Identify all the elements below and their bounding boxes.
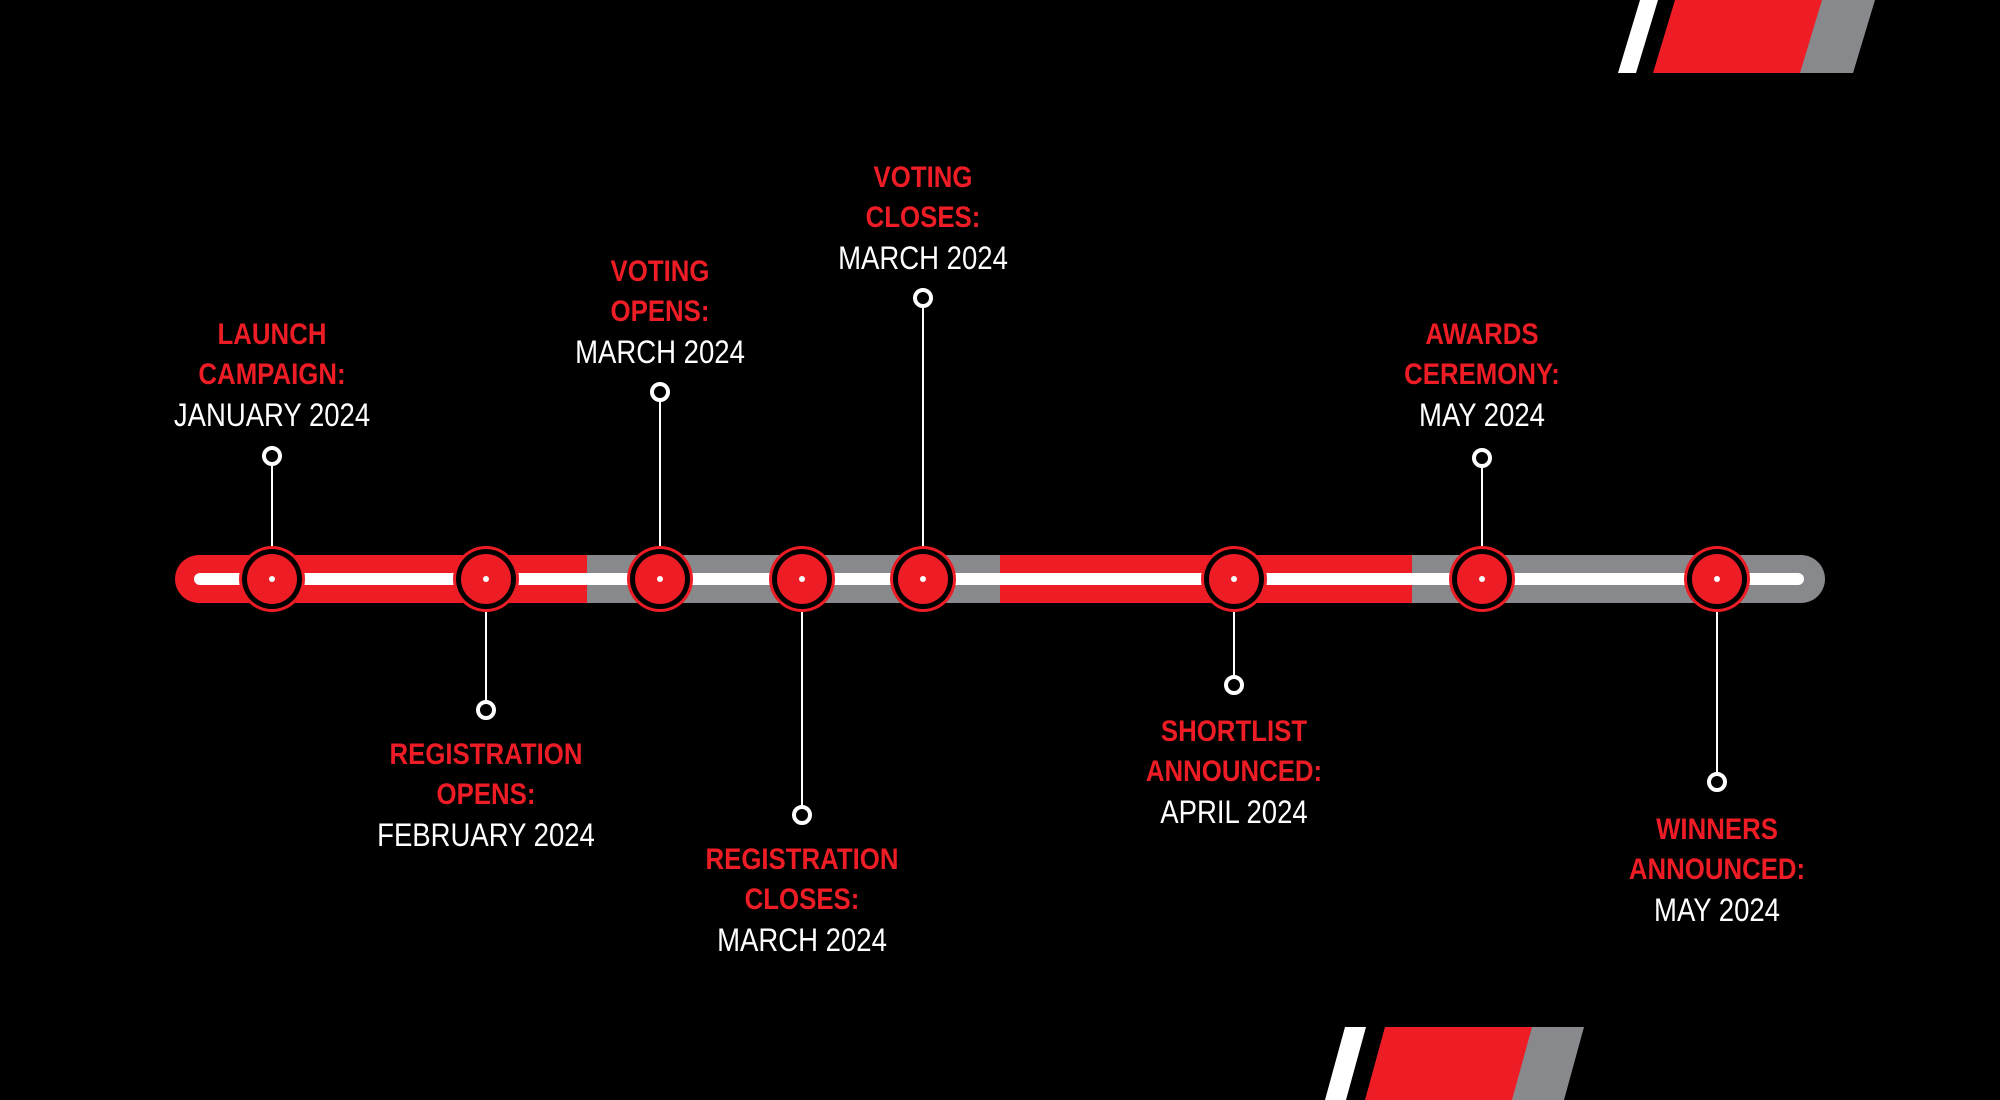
pin-ring [476, 700, 496, 720]
event-title-line: ANNOUNCED: [1628, 853, 1806, 886]
event-title-line: AWARDS [1425, 318, 1539, 351]
pin-ring [913, 288, 933, 308]
event-title: LAUNCH CAMPAIGN: [143, 315, 401, 395]
timeline-event-marker [1201, 546, 1267, 695]
milestone-center-dot [1714, 576, 1720, 582]
pin-ring [1472, 448, 1492, 468]
event-title-line: CLOSES: [744, 883, 860, 916]
timeline-event-label: REGISTRATION OPENS: FEBRUARY 2024 [336, 735, 636, 855]
milestone-center-dot [269, 576, 275, 582]
milestone-center-dot [1231, 576, 1237, 582]
event-title-line: SHORTLIST [1160, 715, 1308, 748]
event-title-line: VOTING [610, 255, 710, 288]
milestone-center-dot [657, 576, 663, 582]
timeline-event-label: VOTING CLOSES: MARCH 2024 [773, 158, 1073, 278]
pin-ring [792, 805, 812, 825]
timeline-event-label: REGISTRATION CLOSES: MARCH 2024 [652, 840, 952, 960]
event-title: VOTING OPENS: [531, 252, 789, 332]
timeline-event-marker [453, 546, 519, 720]
timeline-event-marker [769, 546, 835, 825]
event-title-line: CEREMONY: [1404, 358, 1560, 391]
event-title-line: OPENS: [610, 295, 710, 328]
event-title: REGISTRATION CLOSES: [673, 840, 931, 920]
pin-ring [262, 446, 282, 466]
timeline-event-label: WINNERS ANNOUNCED: MAY 2024 [1567, 810, 1867, 930]
stripe-red [1365, 1027, 1532, 1100]
event-date: JANUARY 2024 [173, 397, 371, 433]
bottom-right-stripes-decoration [1325, 1027, 1584, 1100]
timeline-event-marker [1449, 448, 1515, 612]
milestone-center-dot [799, 576, 805, 582]
event-title-line: REGISTRATION [389, 738, 583, 771]
event-title-line: REGISTRATION [705, 843, 899, 876]
stripe-white [1325, 1027, 1366, 1100]
event-title: SHORTLIST ANNOUNCED: [1105, 712, 1363, 792]
timeline-event-label: SHORTLIST ANNOUNCED: APRIL 2024 [1084, 712, 1384, 832]
pin-ring [1707, 772, 1727, 792]
event-title-line: WINNERS [1656, 813, 1778, 846]
timeline-event-label: LAUNCH CAMPAIGN: JANUARY 2024 [122, 315, 422, 435]
event-date: MARCH 2024 [717, 922, 887, 958]
pin-ring [650, 382, 670, 402]
pin-ring [1224, 675, 1244, 695]
timeline-event-marker [627, 382, 693, 612]
event-title: VOTING CLOSES: [794, 158, 1052, 238]
event-title: REGISTRATION OPENS: [357, 735, 615, 815]
event-title-line: LAUNCH [217, 318, 327, 351]
event-title-line: ANNOUNCED: [1145, 755, 1323, 788]
stripe-red [1653, 0, 1822, 73]
event-date: MAY 2024 [1419, 397, 1545, 433]
timeline-event-marker [1684, 546, 1750, 792]
timeline-event-label: VOTING OPENS: MARCH 2024 [510, 252, 810, 372]
event-date: MARCH 2024 [838, 240, 1008, 276]
timeline-track [175, 555, 1825, 603]
event-date: APRIL 2024 [1160, 794, 1308, 830]
milestone-center-dot [483, 576, 489, 582]
event-title-line: OPENS: [436, 778, 536, 811]
event-title: WINNERS ANNOUNCED: [1588, 810, 1846, 890]
event-title-line: CAMPAIGN: [198, 358, 346, 391]
event-date: MAY 2024 [1654, 892, 1780, 928]
timeline-event-marker [890, 288, 956, 612]
event-title-line: CLOSES: [865, 201, 981, 234]
event-date: MARCH 2024 [575, 334, 745, 370]
timeline-event-marker [239, 446, 305, 612]
event-date: FEBRUARY 2024 [377, 817, 595, 853]
milestone-center-dot [920, 576, 926, 582]
timeline-event-label: AWARDS CEREMONY: MAY 2024 [1332, 315, 1632, 435]
top-right-stripes-decoration [1618, 0, 1875, 73]
timeline-markers [239, 288, 1750, 825]
event-title-line: VOTING [873, 161, 973, 194]
milestone-center-dot [1479, 576, 1485, 582]
event-title: AWARDS CEREMONY: [1353, 315, 1611, 395]
stripe-white [1618, 0, 1658, 73]
